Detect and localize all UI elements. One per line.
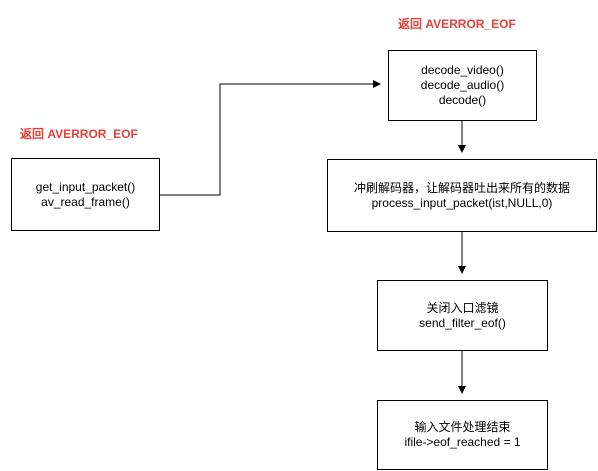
node-close-filter: 关闭入口滤镜 send_filter_eof()	[377, 280, 548, 351]
node-decode-line1: decode_video()	[421, 63, 504, 77]
node-finish-line2: ifile->eof_reached = 1	[404, 435, 521, 449]
node-close-filter-line2: send_filter_eof()	[419, 315, 506, 330]
node-flush-line2: process_input_packet(ist,NULL,0)	[371, 195, 553, 210]
node-get-input-line1: get_input_packet()	[35, 179, 136, 194]
node-get-input-line2: av_read_frame()	[41, 194, 130, 209]
node-decode-line2: decode_audio()	[420, 78, 505, 92]
note-top-eof: 返回 AVERROR_EOF	[398, 17, 516, 31]
node-flush-decoder: 冲刷解码器，让解码器吐出来所有的数据 process_input_packet(…	[327, 159, 597, 232]
node-finish: 输入文件处理结束 ifile->eof_reached = 1	[377, 400, 548, 470]
node-decode-line3: decode()	[438, 93, 487, 107]
edge-getinput-to-decode	[160, 80, 381, 196]
node-flush-line1: 冲刷解码器，让解码器吐出来所有的数据	[353, 180, 570, 195]
node-decode: decode_video() decode_audio() decode()	[388, 50, 537, 121]
node-finish-line1: 输入文件处理结束	[414, 420, 511, 434]
node-get-input-packet: get_input_packet() av_read_frame()	[11, 158, 160, 231]
node-close-filter-line1: 关闭入口滤镜	[426, 300, 499, 315]
note-left-eof: 返回 AVERROR_EOF	[20, 127, 138, 141]
